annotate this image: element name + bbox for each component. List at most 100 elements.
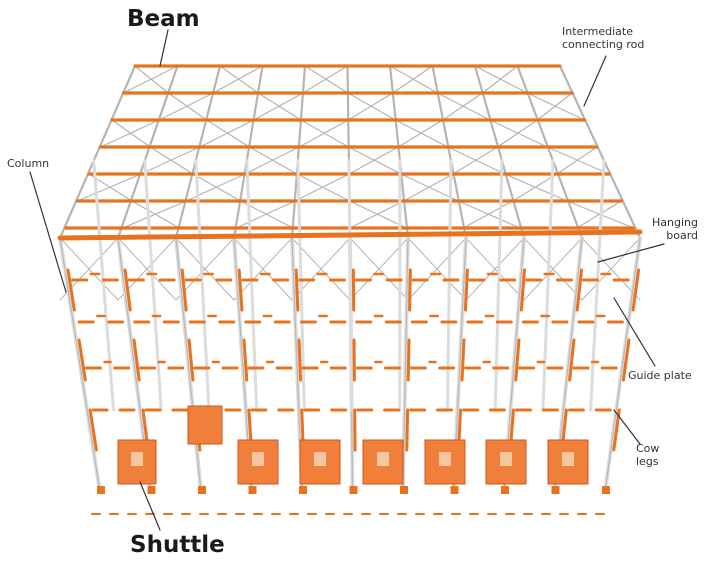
leader-lines	[29, 29, 665, 531]
inner-column	[143, 159, 163, 412]
column-leader	[29, 171, 67, 293]
top-rail	[388, 64, 410, 240]
hang-brace	[523, 237, 583, 301]
rack-structure	[57, 64, 643, 515]
cow-leg	[450, 486, 459, 494]
guide-plate	[88, 408, 98, 452]
shuttle-panel	[252, 452, 264, 466]
front-top-beam	[57, 229, 643, 241]
shuttle-panel	[439, 452, 451, 466]
cross-brace	[536, 92, 573, 121]
cross-brace	[294, 173, 350, 202]
inner-column	[92, 159, 115, 412]
cross-brace	[546, 146, 610, 175]
cross-brace	[397, 119, 444, 148]
inner-column	[347, 159, 354, 412]
top-rail	[174, 64, 222, 240]
intermediate-rod-leader	[583, 55, 607, 107]
shuttle	[117, 439, 157, 485]
cross-brace	[556, 146, 598, 175]
guide-plate	[187, 338, 195, 382]
top-rail	[116, 64, 179, 240]
cross-brace	[481, 65, 519, 94]
cross-brace	[526, 92, 586, 121]
beam-label: Beam	[127, 6, 200, 32]
cow-leg	[198, 486, 206, 494]
cross-brace	[122, 65, 179, 94]
cross-brace	[447, 146, 506, 175]
cow-leg	[349, 486, 358, 494]
guide-plate	[294, 268, 300, 312]
cross-brace	[158, 92, 214, 121]
guide-plate	[408, 268, 412, 312]
column-edge	[59, 237, 101, 493]
shuttle-label: Shuttle	[130, 532, 225, 558]
cross-brace	[392, 65, 434, 94]
hanging-board-label: Hanging board	[640, 216, 698, 242]
column-edge	[604, 237, 641, 493]
guide-plate	[514, 338, 521, 382]
intermediate-label-line2: connecting rod	[562, 38, 645, 51]
shuttle-leader	[139, 481, 161, 531]
guide-plate	[631, 268, 641, 312]
shuttle-panel	[131, 452, 143, 466]
hanging-board-leader	[597, 243, 665, 263]
cross-brace	[122, 200, 187, 229]
cross-brace	[347, 92, 397, 121]
cow-legs-label: Cow legs	[636, 442, 659, 468]
column-label: Column	[7, 157, 50, 170]
intermediate-label-line1: Intermediate	[562, 25, 633, 38]
inner-column	[541, 159, 555, 412]
top-cross-bracing	[76, 65, 635, 229]
top-rail	[558, 64, 642, 240]
guide-plate	[77, 338, 87, 382]
cross-brace	[76, 173, 142, 202]
guide-plate	[66, 268, 76, 312]
top-rail	[232, 64, 264, 240]
hang-brace	[233, 237, 293, 301]
beam-leader	[159, 29, 169, 67]
guide-plate	[405, 408, 410, 452]
column-edge	[175, 237, 202, 493]
shuttle-panel	[562, 452, 574, 466]
columns	[58, 159, 642, 494]
hang-brace	[175, 237, 235, 301]
guide-plate-leader	[613, 297, 656, 367]
cross-brace	[302, 65, 349, 94]
cross-brace	[576, 200, 622, 229]
guide-plate	[297, 338, 303, 382]
cow-leg	[551, 486, 560, 494]
guide-plate	[463, 268, 469, 312]
cross-brace	[349, 200, 405, 229]
hanging-label-line2: board	[666, 229, 698, 242]
guide-plate	[621, 338, 631, 382]
cross-brace	[298, 119, 349, 148]
cross-brace	[394, 119, 449, 148]
shuttle	[547, 439, 589, 485]
back-frames	[58, 64, 642, 301]
cross-brace	[347, 92, 394, 121]
cross-brace	[511, 173, 558, 202]
cow-leg	[501, 486, 509, 494]
guide-plate	[568, 338, 576, 382]
cow-leg	[147, 486, 156, 494]
guide-plate	[180, 268, 188, 312]
cross-brace	[474, 65, 528, 94]
cow-label-line2: legs	[636, 455, 659, 468]
cow-leg	[602, 486, 610, 494]
cross-brace	[496, 119, 538, 148]
cow-label-line1: Cow	[636, 442, 660, 455]
cross-brace	[304, 65, 349, 94]
guide-plate	[406, 338, 411, 382]
hang-brace	[581, 237, 641, 301]
cow-leg	[97, 486, 105, 494]
column-edge	[402, 237, 409, 493]
shuttle	[362, 439, 404, 485]
hang-brace	[349, 237, 409, 301]
inner-column	[493, 159, 504, 412]
top-rail	[58, 64, 137, 240]
cross-brace	[437, 92, 491, 121]
cross-brace	[489, 119, 548, 148]
cross-brace	[462, 200, 514, 229]
